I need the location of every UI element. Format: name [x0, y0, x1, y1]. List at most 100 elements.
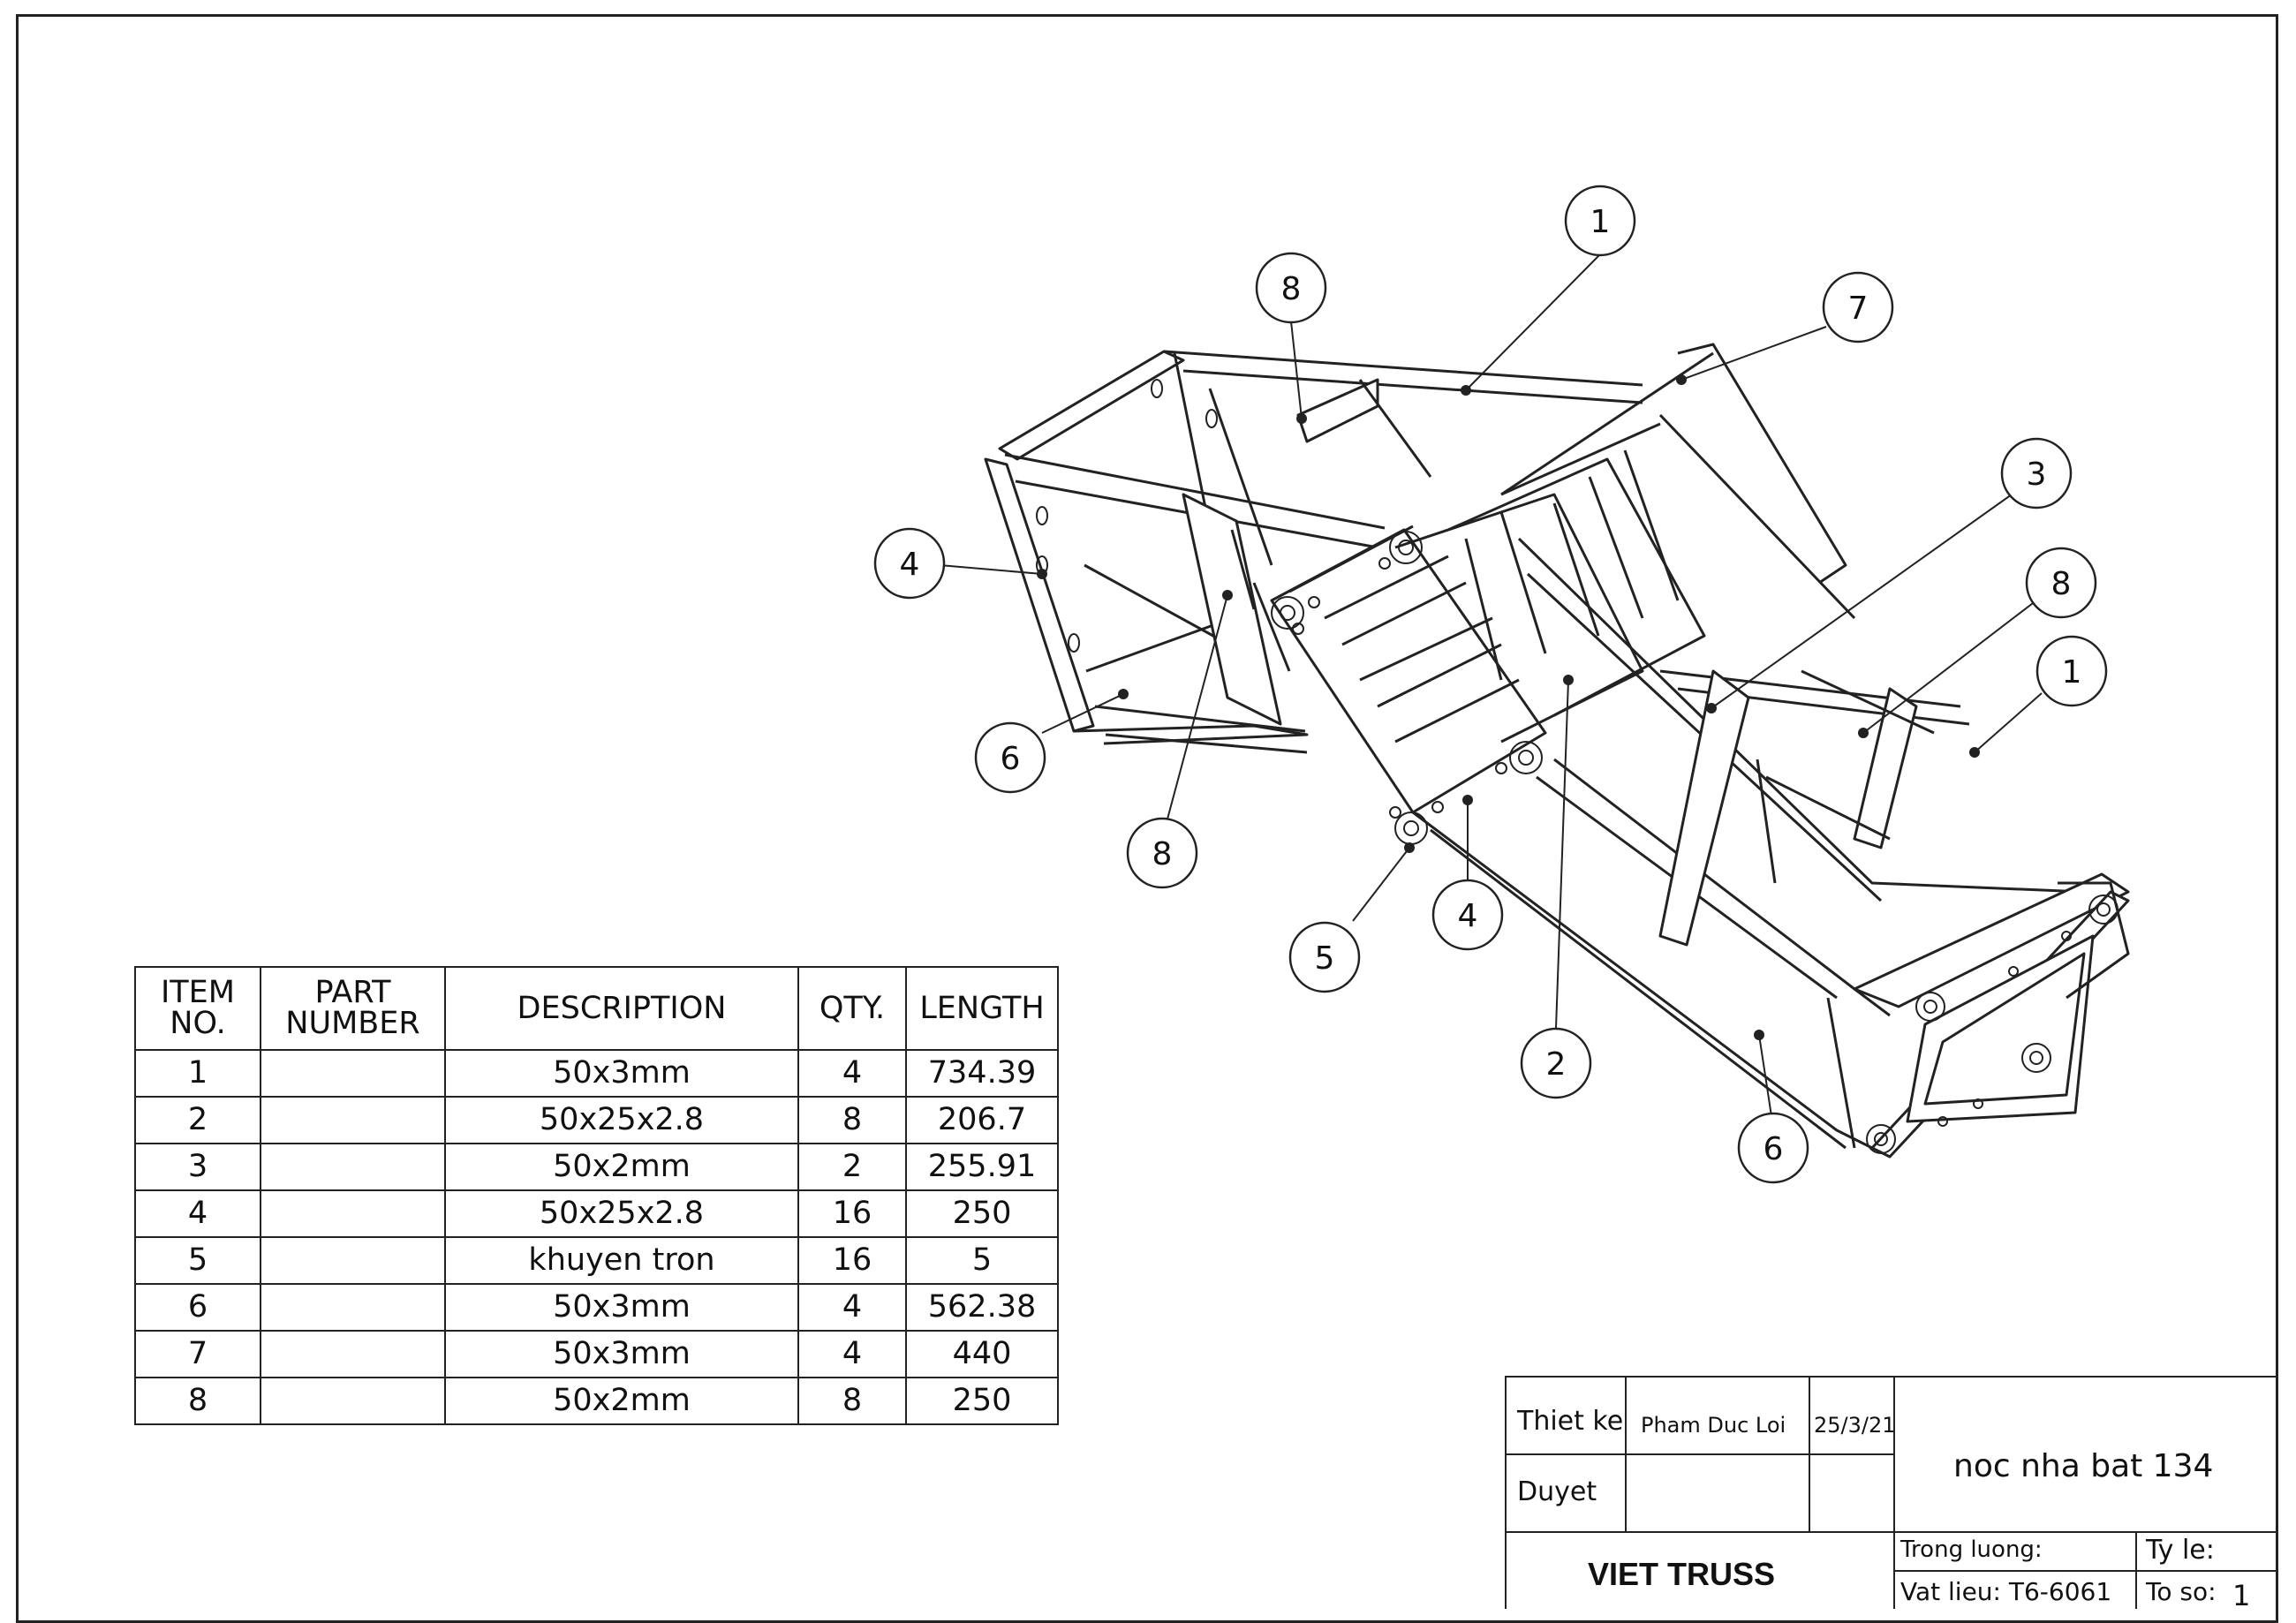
callout-leaders: [939, 253, 2043, 1117]
bom-cell-qty: 4: [797, 1330, 907, 1378]
callout-balloon: 2: [1520, 1027, 1592, 1099]
title-block-col-rule: [2135, 1531, 2137, 1609]
callout-leader-dots: [1037, 374, 1980, 1040]
bom-cell-item: 8: [134, 1377, 261, 1425]
callout-balloon: 3: [2000, 437, 2073, 510]
bom-cell-part: [260, 1236, 446, 1285]
bom-cell-length: 255.91: [905, 1143, 1059, 1191]
title-block-left-rule: [1505, 1376, 1507, 1609]
callout-balloon: 8: [2025, 547, 2097, 619]
bom-cell-description: 50x25x2.8: [444, 1096, 799, 1144]
callout-label: 7: [1848, 291, 1869, 327]
callout-balloon: 5: [1288, 921, 1361, 993]
callout-label: 8: [2051, 566, 2072, 602]
bom-cell-part: [260, 1049, 446, 1098]
bom-header-item-line1: ITEM: [160, 975, 235, 1010]
bom-header-length: LENGTH: [905, 966, 1059, 1051]
bom-cell-item: 3: [134, 1143, 261, 1191]
right-truss-module: [1412, 343, 2130, 1159]
bom-cell-length: 250: [905, 1377, 1059, 1425]
bom-cell-qty: 16: [797, 1189, 907, 1238]
left-truss-module: [984, 350, 1643, 754]
bom-header-part-number: PART NUMBER: [260, 966, 446, 1051]
scale-label: Ty le:: [2146, 1535, 2215, 1566]
bom-cell-qty: 4: [797, 1283, 907, 1332]
callout-balloon: 7: [1822, 271, 1894, 343]
approved-by-label: Duyet: [1517, 1476, 1597, 1507]
bom-cell-qty: 4: [797, 1049, 907, 1098]
callout-balloon: 4: [1431, 879, 1504, 951]
bom-row: 6 50x3mm 4 562.38: [134, 1283, 1059, 1332]
callout-label: 2: [1546, 1046, 1567, 1083]
bom-cell-part: [260, 1377, 446, 1425]
callout-balloon: 1: [1564, 185, 1636, 257]
bom-cell-item: 2: [134, 1096, 261, 1144]
bill-of-materials-table: ITEM NO. PART NUMBER DESCRIPTION QTY. LE…: [134, 966, 1059, 1425]
bom-cell-description: 50x2mm: [444, 1377, 799, 1425]
bom-cell-length: 250: [905, 1189, 1059, 1238]
bom-row: 5 khuyen tron 16 5: [134, 1236, 1059, 1285]
bom-row: 1 50x3mm 4 734.39: [134, 1049, 1059, 1098]
truss-geometry: [984, 343, 2130, 1159]
material-label: Vat lieu: T6-6061: [1900, 1577, 2112, 1606]
bom-cell-qty: 16: [797, 1236, 907, 1285]
title-block-material-rule: [1893, 1570, 2278, 1572]
designer-name: Pham Duc Loi: [1641, 1413, 1786, 1438]
bom-cell-part: [260, 1283, 446, 1332]
title-block-row-rule: [1505, 1453, 1895, 1455]
callout-balloon: 8: [1126, 817, 1198, 889]
bom-header-part-line2: NUMBER: [285, 1006, 420, 1041]
drawing-date: 25/3/21: [1814, 1413, 1896, 1438]
bom-header-row: ITEM NO. PART NUMBER DESCRIPTION QTY. LE…: [134, 966, 1059, 1051]
callout-label: 6: [1764, 1131, 1784, 1167]
callout-balloon: 6: [974, 721, 1046, 794]
callout-label: 3: [2027, 457, 2047, 493]
callout-label: 4: [900, 547, 920, 583]
bom-header-description: DESCRIPTION: [444, 966, 799, 1051]
title-block-mid-rule: [1505, 1531, 2278, 1533]
sheet-number-value: 1: [2232, 1579, 2251, 1612]
bom-cell-description: khuyen tron: [444, 1236, 799, 1285]
bom-cell-description: 50x2mm: [444, 1143, 799, 1191]
bom-cell-qty: 2: [797, 1143, 907, 1191]
callout-label: 8: [1281, 271, 1302, 307]
sheet-number-label: To so:: [2146, 1577, 2217, 1606]
bom-cell-qty: 8: [797, 1096, 907, 1144]
bom-cell-part: [260, 1096, 446, 1144]
bom-cell-item: 1: [134, 1049, 261, 1098]
callout-label: 6: [1001, 741, 1021, 777]
title-block-top-rule: [1505, 1376, 2278, 1378]
callout-balloon: 8: [1255, 252, 1327, 324]
bom-cell-description: 50x3mm: [444, 1330, 799, 1378]
callout-balloons: 1 8 7 4 3 8 1: [873, 185, 2108, 1184]
bom-cell-item: 6: [134, 1283, 261, 1332]
center-joint-block: [1270, 422, 1706, 845]
bom-header-qty: QTY.: [797, 966, 907, 1051]
bom-header-item-no: ITEM NO.: [134, 966, 261, 1051]
bom-header-part-line1: PART: [314, 975, 391, 1010]
bom-cell-qty: 8: [797, 1377, 907, 1425]
callout-label: 1: [1590, 204, 1611, 240]
bom-cell-item: 4: [134, 1189, 261, 1238]
designed-by-label: Thiet ke: [1517, 1406, 1624, 1437]
bom-cell-item: 7: [134, 1330, 261, 1378]
callout-balloon: 1: [2035, 635, 2108, 707]
callout-balloon: 4: [873, 527, 946, 600]
bom-cell-part: [260, 1143, 446, 1191]
bom-row: 4 50x25x2.8 16 250: [134, 1189, 1059, 1238]
callout-label: 4: [1458, 898, 1478, 934]
bom-cell-description: 50x3mm: [444, 1049, 799, 1098]
bom-cell-length: 562.38: [905, 1283, 1059, 1332]
bom-row: 7 50x3mm 4 440: [134, 1330, 1059, 1378]
bom-cell-length: 440: [905, 1330, 1059, 1378]
bom-cell-length: 734.39: [905, 1049, 1059, 1098]
bom-cell-part: [260, 1189, 446, 1238]
weight-label: Trong luong:: [1900, 1536, 2043, 1563]
callout-label: 5: [1315, 940, 1335, 977]
bom-row: 3 50x2mm 2 255.91: [134, 1143, 1059, 1191]
bom-cell-description: 50x25x2.8: [444, 1189, 799, 1238]
bom-cell-length: 206.7: [905, 1096, 1059, 1144]
company-name: VIET TRUSS: [1588, 1556, 1776, 1592]
